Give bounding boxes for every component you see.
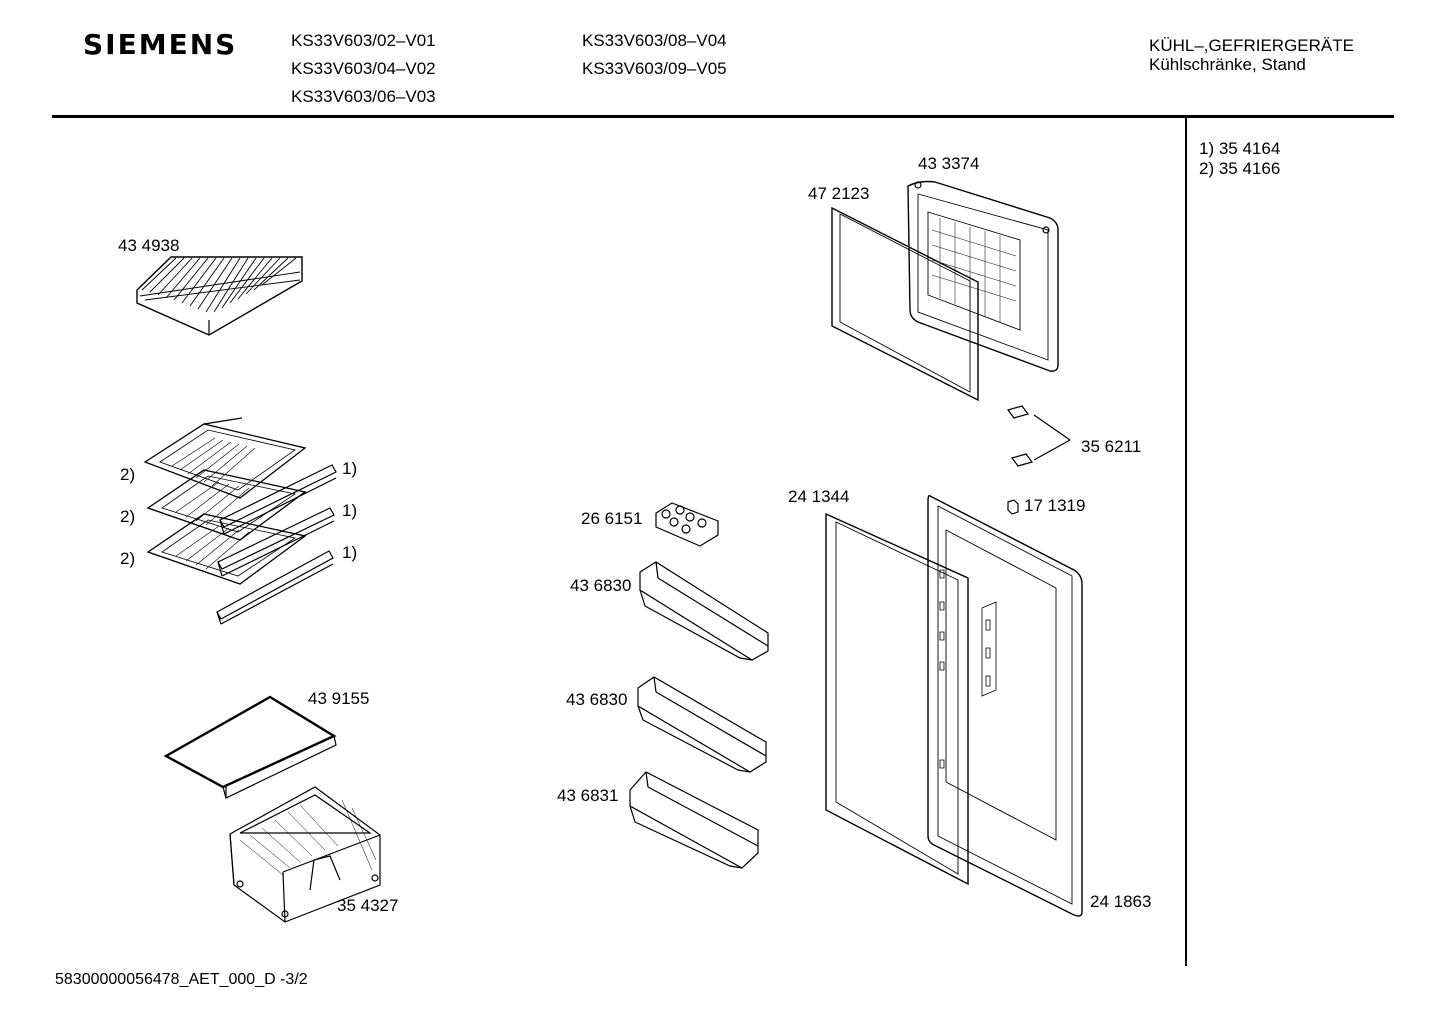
legend-divider [1185, 118, 1187, 966]
fridge-door-part [928, 496, 1082, 916]
part-label-glass-shelf: 43 9155 [308, 689, 370, 708]
door-shelf-part [630, 772, 758, 868]
glass-shelf-stack [145, 418, 336, 624]
fridge-gasket-part [826, 514, 968, 884]
part-label-door-shelf: 43 6830 [570, 576, 632, 595]
legend: 1) 35 4164 2) 35 4166 [1199, 139, 1280, 179]
model-list-1: KS33V603/02–V01 KS33V603/04–V02 KS33V603… [291, 27, 436, 111]
part-label-egg-tray: 26 6151 [581, 509, 643, 528]
model-number: KS33V603/04–V02 [291, 59, 436, 78]
part-label-wire-shelf: 43 4938 [118, 236, 180, 255]
door-shelf-part [638, 677, 766, 772]
freezer-door-part [908, 182, 1058, 372]
egg-tray-part [656, 503, 718, 546]
part-label-freezer-door: 43 3374 [918, 154, 980, 173]
category: KÜHL–,GEFRIERGERÄTE Kühlschränke, Stand [1149, 36, 1354, 74]
part-label-fridge-door: 24 1863 [1090, 892, 1152, 911]
category-subtitle: Kühlschränke, Stand [1149, 55, 1306, 74]
footnote-marker: 2) [120, 549, 136, 568]
legend-item: 1) 35 4164 [1199, 139, 1281, 158]
footnote-marker: 1) [342, 543, 358, 562]
part-label-door-shelf: 43 6830 [566, 690, 628, 709]
crisper-cover-part [166, 697, 336, 798]
model-number: KS33V603/06–V03 [291, 87, 436, 106]
legend-item: 2) 35 4166 [1199, 159, 1281, 178]
part-label-cap: 17 1319 [1024, 496, 1086, 515]
footnote-marker: 2) [120, 465, 136, 484]
part-label-freezer-gasket: 47 2123 [808, 184, 870, 203]
header-divider [52, 115, 1394, 118]
freezer-gasket-part [832, 208, 978, 400]
footnote-marker: 2) [120, 507, 136, 526]
document-id: 58300000056478_AET_000_D -3/2 [55, 971, 308, 988]
model-list-2: KS33V603/08–V04 KS33V603/09–V05 [582, 27, 727, 83]
part-label-fridge-gasket: 24 1344 [788, 487, 850, 506]
model-number: KS33V603/08–V04 [582, 31, 727, 50]
model-number: KS33V603/09–V05 [582, 59, 727, 78]
brand-logo: SIEMENS [83, 28, 238, 61]
part-label-crisper-drawer: 35 4327 [337, 896, 399, 915]
wire-shelf-part [137, 257, 302, 335]
crisper-drawer-part [230, 787, 380, 922]
part-label-door-shelf: 43 6831 [557, 786, 619, 805]
door-shelf-part [640, 562, 768, 660]
category-title: KÜHL–,GEFRIERGERÄTE [1149, 36, 1354, 55]
hinge-parts [1008, 406, 1070, 466]
footnote-marker: 1) [342, 459, 358, 478]
model-number: KS33V603/02–V01 [291, 31, 436, 50]
part-label-hinge: 35 6211 [1081, 437, 1142, 456]
footnote-marker: 1) [342, 501, 358, 520]
